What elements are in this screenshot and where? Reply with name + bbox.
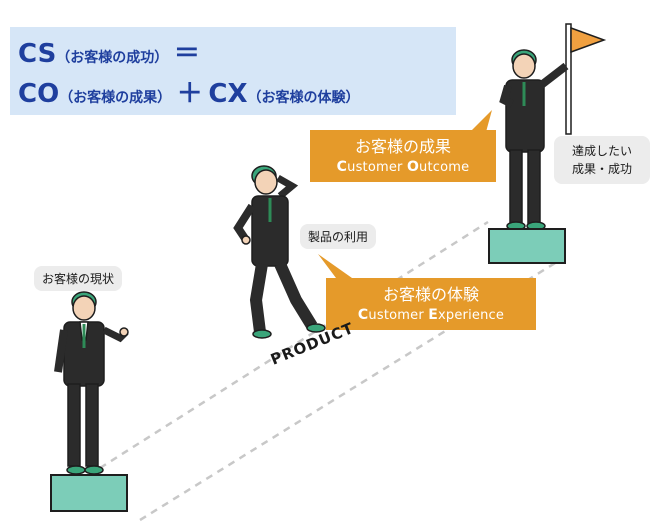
goal-line1: 達成したい: [571, 144, 632, 158]
co-term: CO: [18, 79, 60, 109]
cs-subtitle: （お客様の成功）: [56, 50, 169, 66]
formula-cs-line: CS（お客様の成功） ＝: [18, 33, 200, 70]
journey-path: [99, 220, 561, 522]
person-success-icon: [499, 49, 569, 231]
outcome-en-o: O: [406, 159, 420, 175]
outcome-box-tail: [470, 110, 492, 132]
goal-line2: 成果・成功: [571, 162, 632, 176]
outcome-en-rest2: utcome: [419, 160, 470, 175]
experience-en-rest2: xperience: [437, 308, 505, 323]
experience-box-tail: [318, 254, 352, 278]
plus-sign: ＋: [176, 79, 203, 109]
person-current-icon: [54, 291, 129, 475]
cx-term: CX: [208, 79, 248, 109]
cx-subtitle: （お客様の体験）: [247, 90, 360, 106]
experience-box: お客様の体験 Customer Experience: [326, 278, 536, 330]
equals-sign: ＝: [173, 39, 200, 69]
cs-term: CS: [18, 39, 57, 69]
outcome-en-rest1: ustomer: [347, 160, 407, 175]
goal-bubble: 達成したい 成果・成功: [554, 136, 650, 184]
outcome-en-c: C: [336, 159, 348, 175]
experience-en-rest1: ustomer: [368, 308, 429, 323]
formula-banner: CS（お客様の成功） ＝ CO（お客様の成果） ＋ CX（お客様の体験）: [10, 27, 456, 115]
pedestal-goal: [488, 228, 566, 264]
experience-en-e: E: [428, 307, 438, 323]
outcome-box: お客様の成果 Customer Outcome: [310, 130, 496, 182]
person-walking-icon: [233, 165, 326, 339]
product-use-bubble: 製品の利用: [300, 224, 377, 249]
experience-en-c: C: [357, 307, 369, 323]
experience-jp: お客様の体験: [382, 285, 479, 304]
experience-en: Customer Experience: [326, 307, 536, 323]
pedestal-current: [50, 474, 128, 512]
co-subtitle: （お客様の成果）: [59, 90, 172, 106]
goal-flag-icon: [565, 23, 607, 135]
current-state-bubble: お客様の現状: [34, 266, 123, 291]
outcome-en: Customer Outcome: [310, 159, 496, 175]
formula-co-cx-line: CO（お客様の成果） ＋ CX（お客様の体験）: [18, 73, 360, 110]
outcome-jp: お客様の成果: [354, 137, 451, 156]
